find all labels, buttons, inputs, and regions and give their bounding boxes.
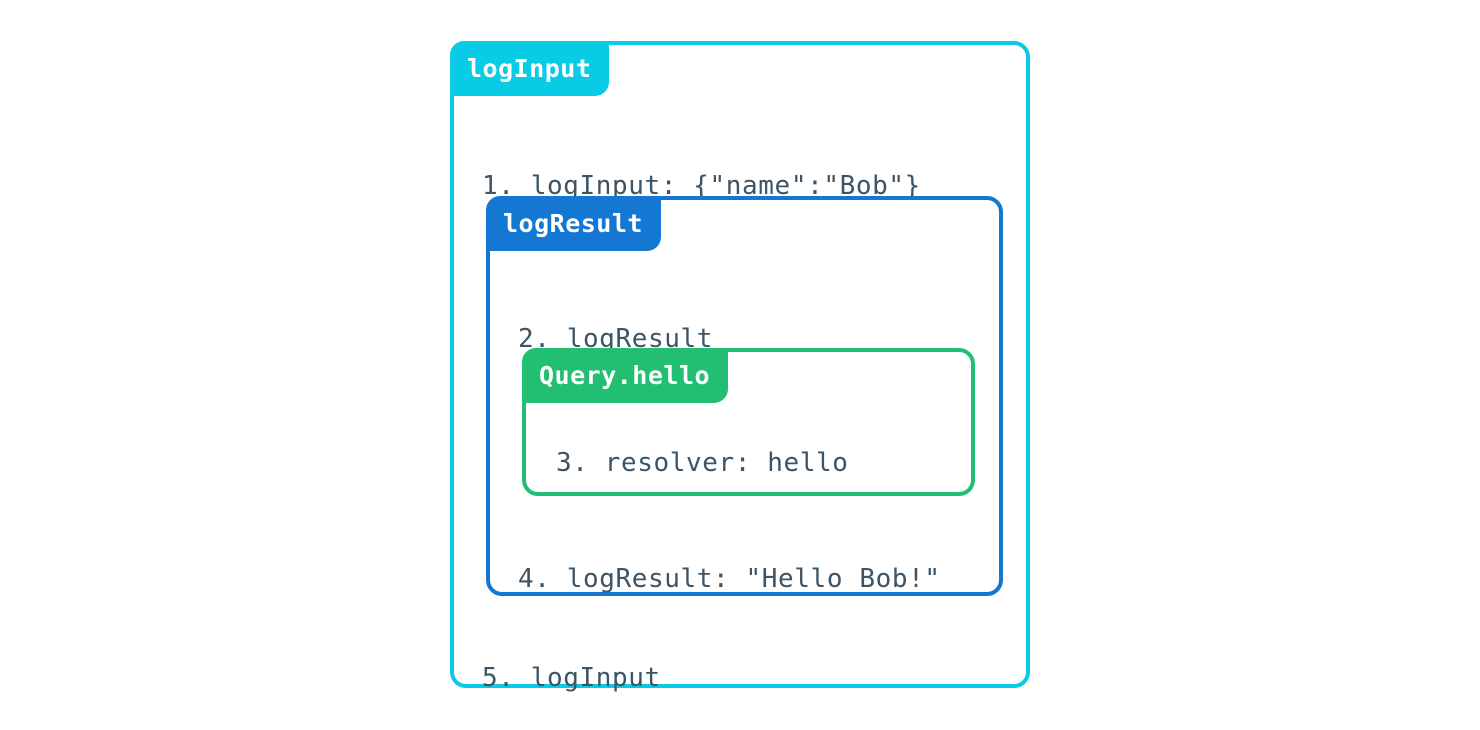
log-input-tab-label: logInput [450, 41, 610, 96]
log-input-box: logInput 1. logInput: {"name":"Bob"} log… [450, 41, 1030, 693]
log-line-3: 3. resolver: hello [556, 448, 849, 478]
log-line-4: 4. logResult: "Hello Bob!" [518, 564, 941, 594]
query-hello-box: Query.hello 3. resolver: hello [522, 348, 975, 496]
query-hello-tab-label: Query.hello [522, 348, 729, 403]
log-result-tab-label: logResult [486, 196, 661, 251]
log-line-5: 5. logInput [482, 663, 661, 693]
log-result-box: logResult 2. logResult Query.hello 3. re… [486, 196, 1003, 596]
